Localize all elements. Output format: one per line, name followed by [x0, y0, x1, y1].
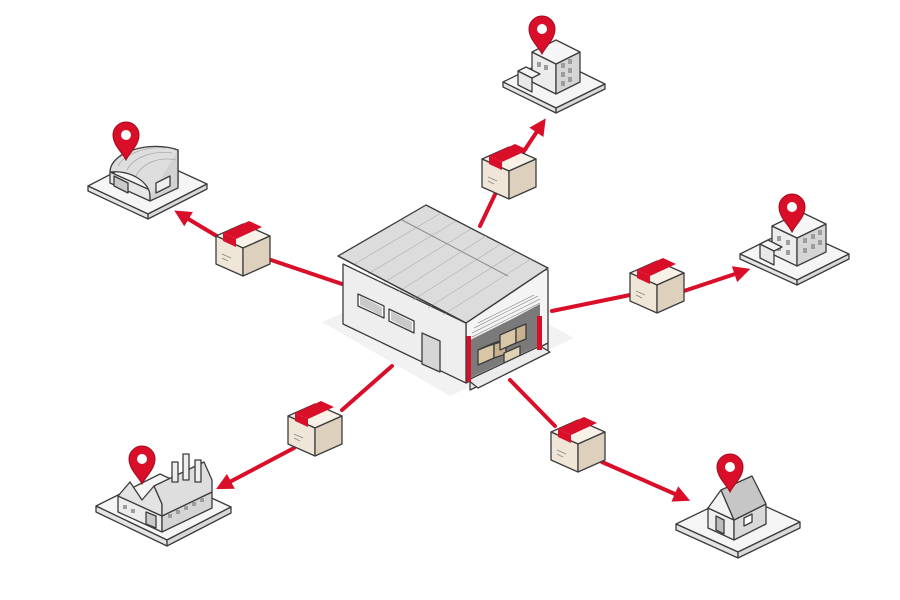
destination-storage-hangar — [87, 121, 208, 220]
parcel-box-icon — [481, 143, 537, 200]
destination-office-building — [502, 15, 606, 114]
route-arrow-icon-to-house — [508, 378, 557, 428]
parcel-box-icon — [215, 220, 271, 277]
parcel-box-icon — [629, 257, 685, 314]
warehouse-hub — [322, 204, 574, 396]
destination-factory — [95, 445, 232, 547]
route-arrow-icon-to-hangar — [269, 258, 344, 286]
route-arrow-icon-to-factory — [340, 364, 394, 412]
route-arrow-icon-to-apartment — [550, 293, 632, 313]
parcel-box-icon — [550, 416, 606, 473]
destination-house — [675, 453, 801, 559]
parcel-box-icon — [287, 400, 343, 457]
destination-apartment-building — [739, 193, 850, 286]
